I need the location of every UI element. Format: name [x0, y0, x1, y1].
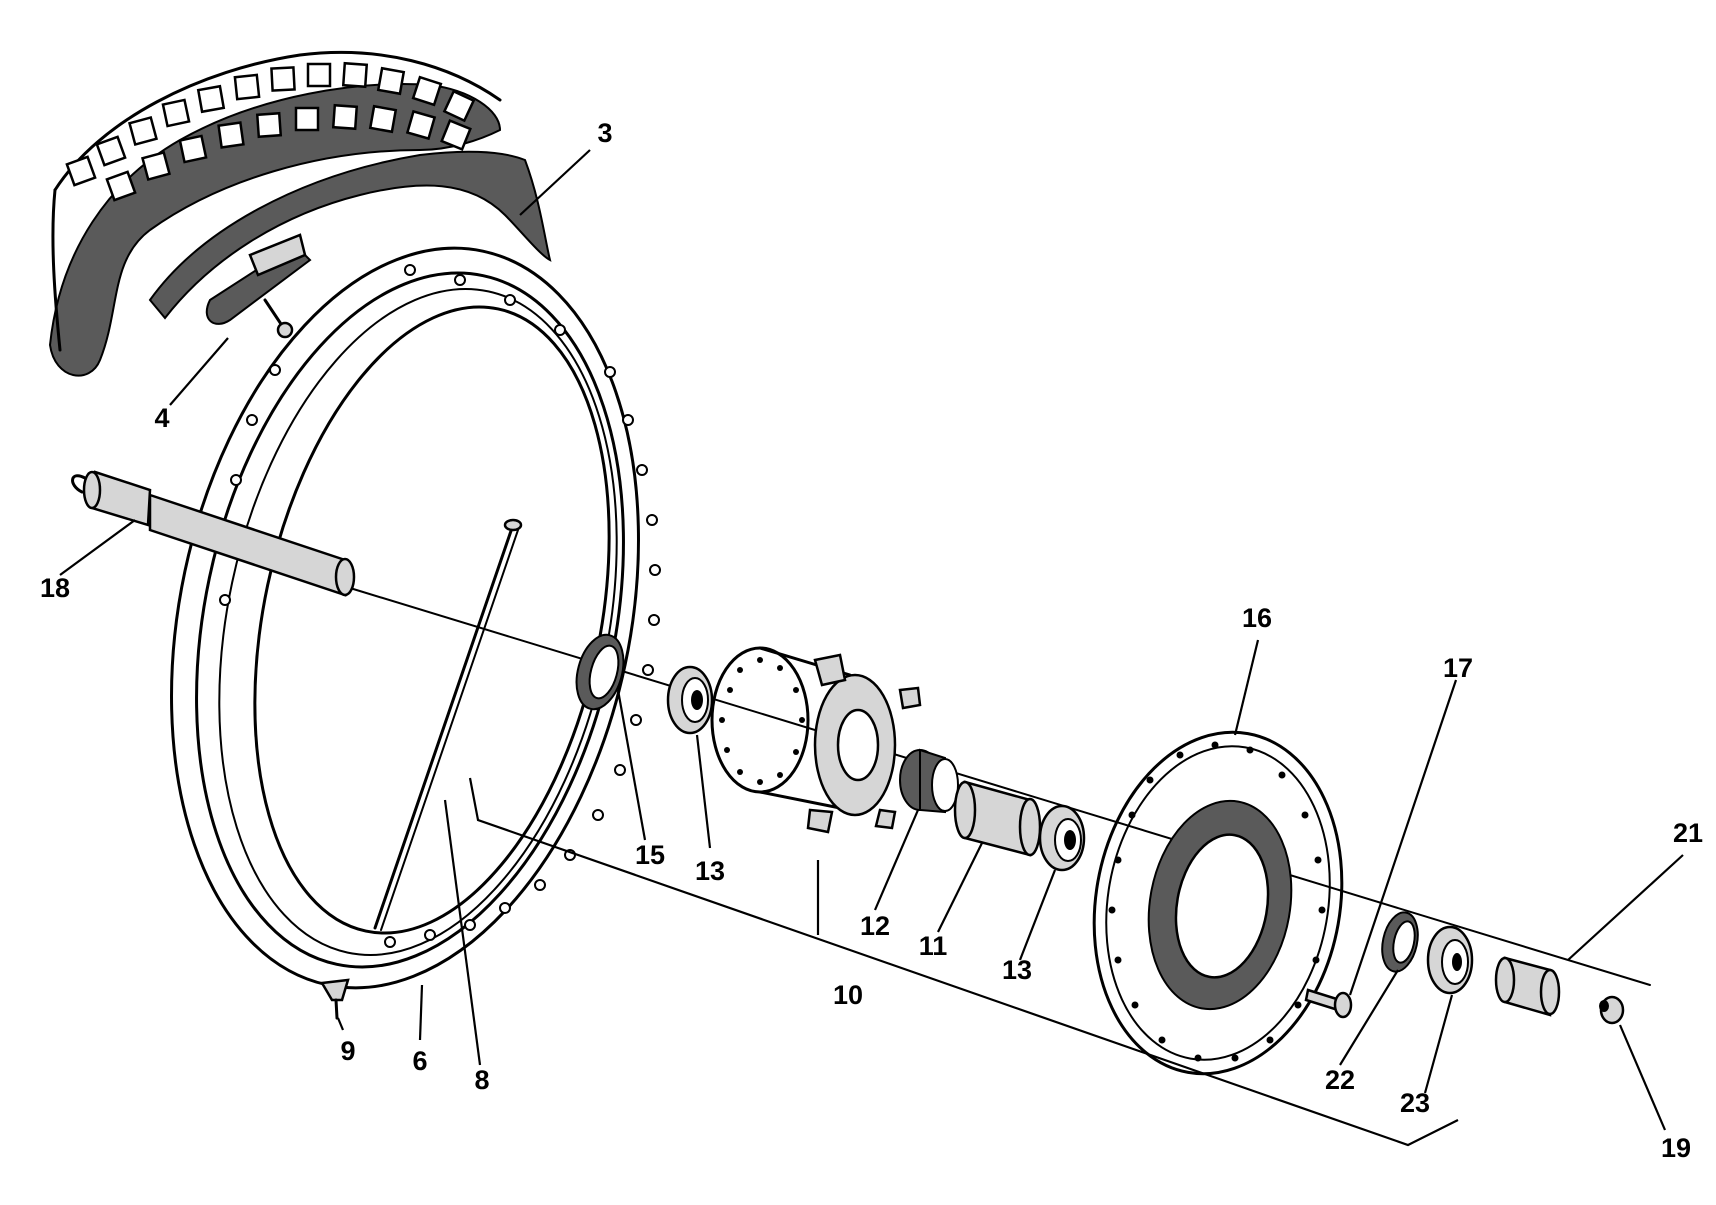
spacer — [953, 780, 1042, 857]
callout-12: 12 — [860, 911, 890, 941]
disc-bolt — [1304, 988, 1353, 1019]
rim-tape — [148, 150, 552, 320]
callout-13-right: 13 — [1002, 955, 1032, 985]
callout-23: 23 — [1400, 1088, 1430, 1118]
outer-spacer — [1494, 956, 1561, 1017]
callout-labels: 3 4 18 9 6 8 15 13 12 11 13 10 16 17 22 … — [40, 118, 1703, 1163]
callout-3: 3 — [597, 118, 612, 148]
callout-19: 19 — [1661, 1133, 1691, 1163]
callout-22: 22 — [1325, 1065, 1355, 1095]
callout-17: 17 — [1443, 653, 1473, 683]
axle — [71, 470, 356, 597]
brake-disc — [1092, 730, 1344, 1076]
callout-6: 6 — [412, 1046, 427, 1076]
callout-15: 15 — [635, 840, 665, 870]
callout-13-left: 13 — [695, 856, 725, 886]
callout-4: 4 — [154, 403, 169, 433]
leader-lines — [59, 149, 1684, 1147]
circlip — [1381, 911, 1419, 973]
axis-center-line — [349, 587, 1651, 986]
tire — [48, 50, 502, 377]
rim — [170, 246, 661, 990]
spoke — [373, 518, 523, 931]
bearing-left — [666, 665, 714, 735]
callout-18: 18 — [40, 573, 70, 603]
bearing-outer — [1426, 925, 1474, 995]
callout-16: 16 — [1242, 603, 1272, 633]
callout-21: 21 — [1673, 818, 1703, 848]
callout-11: 11 — [919, 931, 948, 961]
seal — [575, 633, 625, 711]
callout-9: 9 — [340, 1036, 355, 1066]
bushing — [899, 748, 959, 814]
callout-10: 10 — [833, 980, 863, 1010]
hub — [710, 646, 922, 834]
axle-nut — [1599, 995, 1625, 1025]
valve — [319, 978, 350, 1020]
rim-lock — [205, 233, 312, 339]
bearing-right — [1038, 804, 1086, 872]
callout-8: 8 — [474, 1065, 489, 1095]
